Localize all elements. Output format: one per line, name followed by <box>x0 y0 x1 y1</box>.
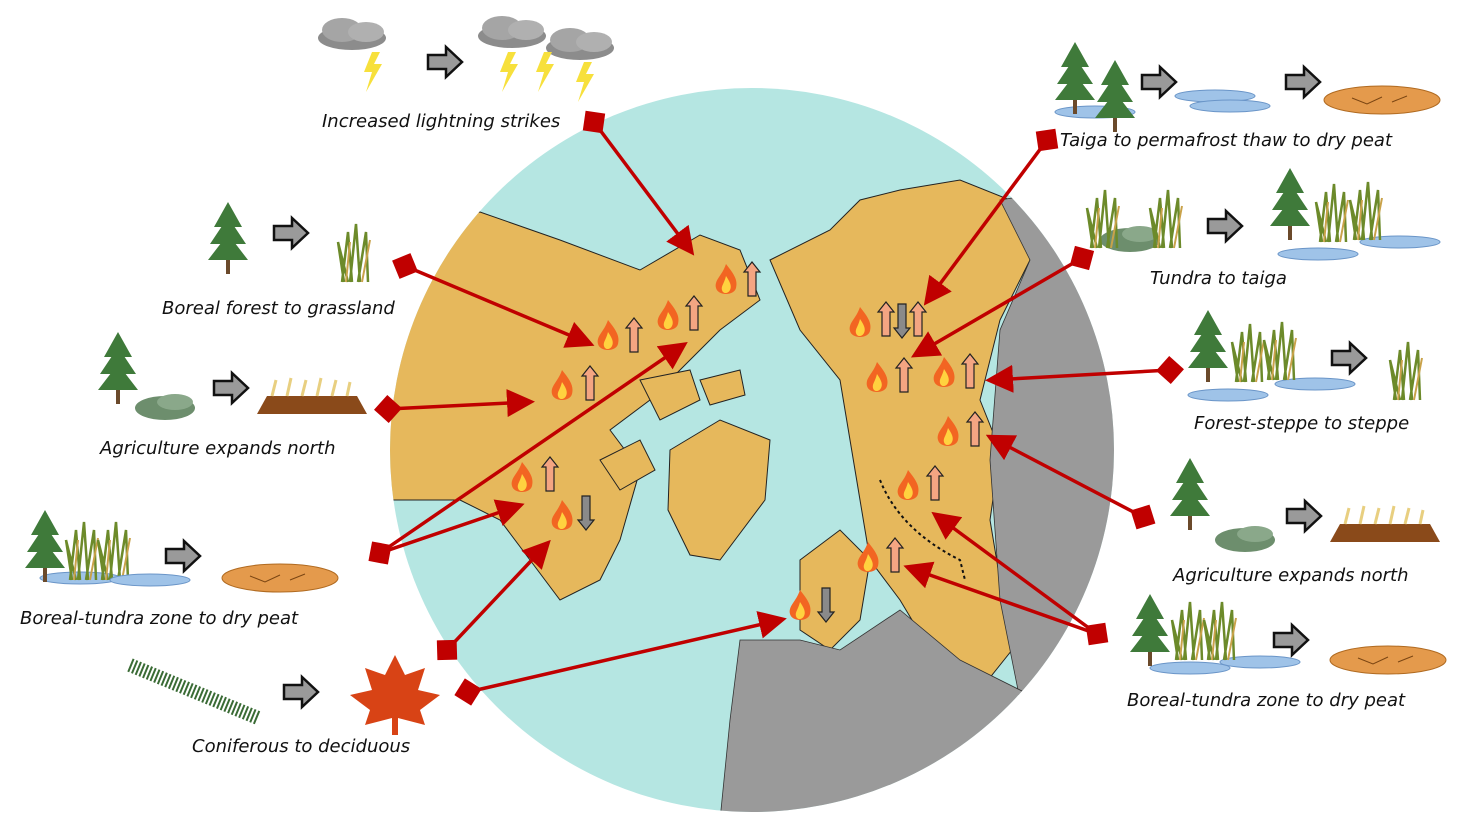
taiga-peat-illustration <box>1054 42 1441 132</box>
label-taiga-peat: Taiga to permafrost thaw to dry peat <box>1060 130 1392 151</box>
label-lightning: Increased lightning strikes <box>322 111 561 132</box>
label-agriculture-east: Agriculture expands north <box>1173 565 1409 586</box>
agri-west-illustration <box>98 332 369 420</box>
steppe-illustration <box>1187 310 1424 402</box>
agri-east-illustration <box>1170 458 1442 552</box>
label-boreal-grassland: Boreal forest to grassland <box>162 298 395 319</box>
tundra-taiga-illustration <box>1085 168 1441 261</box>
arctic-map <box>390 88 1114 812</box>
boreal-grass-illustration <box>208 202 372 284</box>
connector-arrows <box>368 110 1184 706</box>
label-agriculture-west: Agriculture expands north <box>100 438 336 459</box>
lightning-illustration <box>318 16 614 102</box>
label-peat-west: Boreal-tundra zone to dry peat <box>20 608 299 629</box>
scandinavia <box>799 529 871 651</box>
conif-decid-illustration <box>127 655 440 735</box>
peat-east-illustration <box>1130 594 1447 675</box>
label-peat-east: Boreal-tundra zone to dry peat <box>1127 690 1406 711</box>
maple-leaf-icon <box>350 655 440 735</box>
label-tundra-taiga: Tundra to taiga <box>1150 268 1287 289</box>
peat-west-illustration <box>25 510 339 593</box>
label-forest-steppe: Forest-steppe to steppe <box>1194 413 1410 434</box>
label-coniferous-deciduous: Coniferous to deciduous <box>192 736 411 757</box>
treeline-boundary <box>879 479 966 581</box>
pine-branch-icon <box>127 658 261 725</box>
